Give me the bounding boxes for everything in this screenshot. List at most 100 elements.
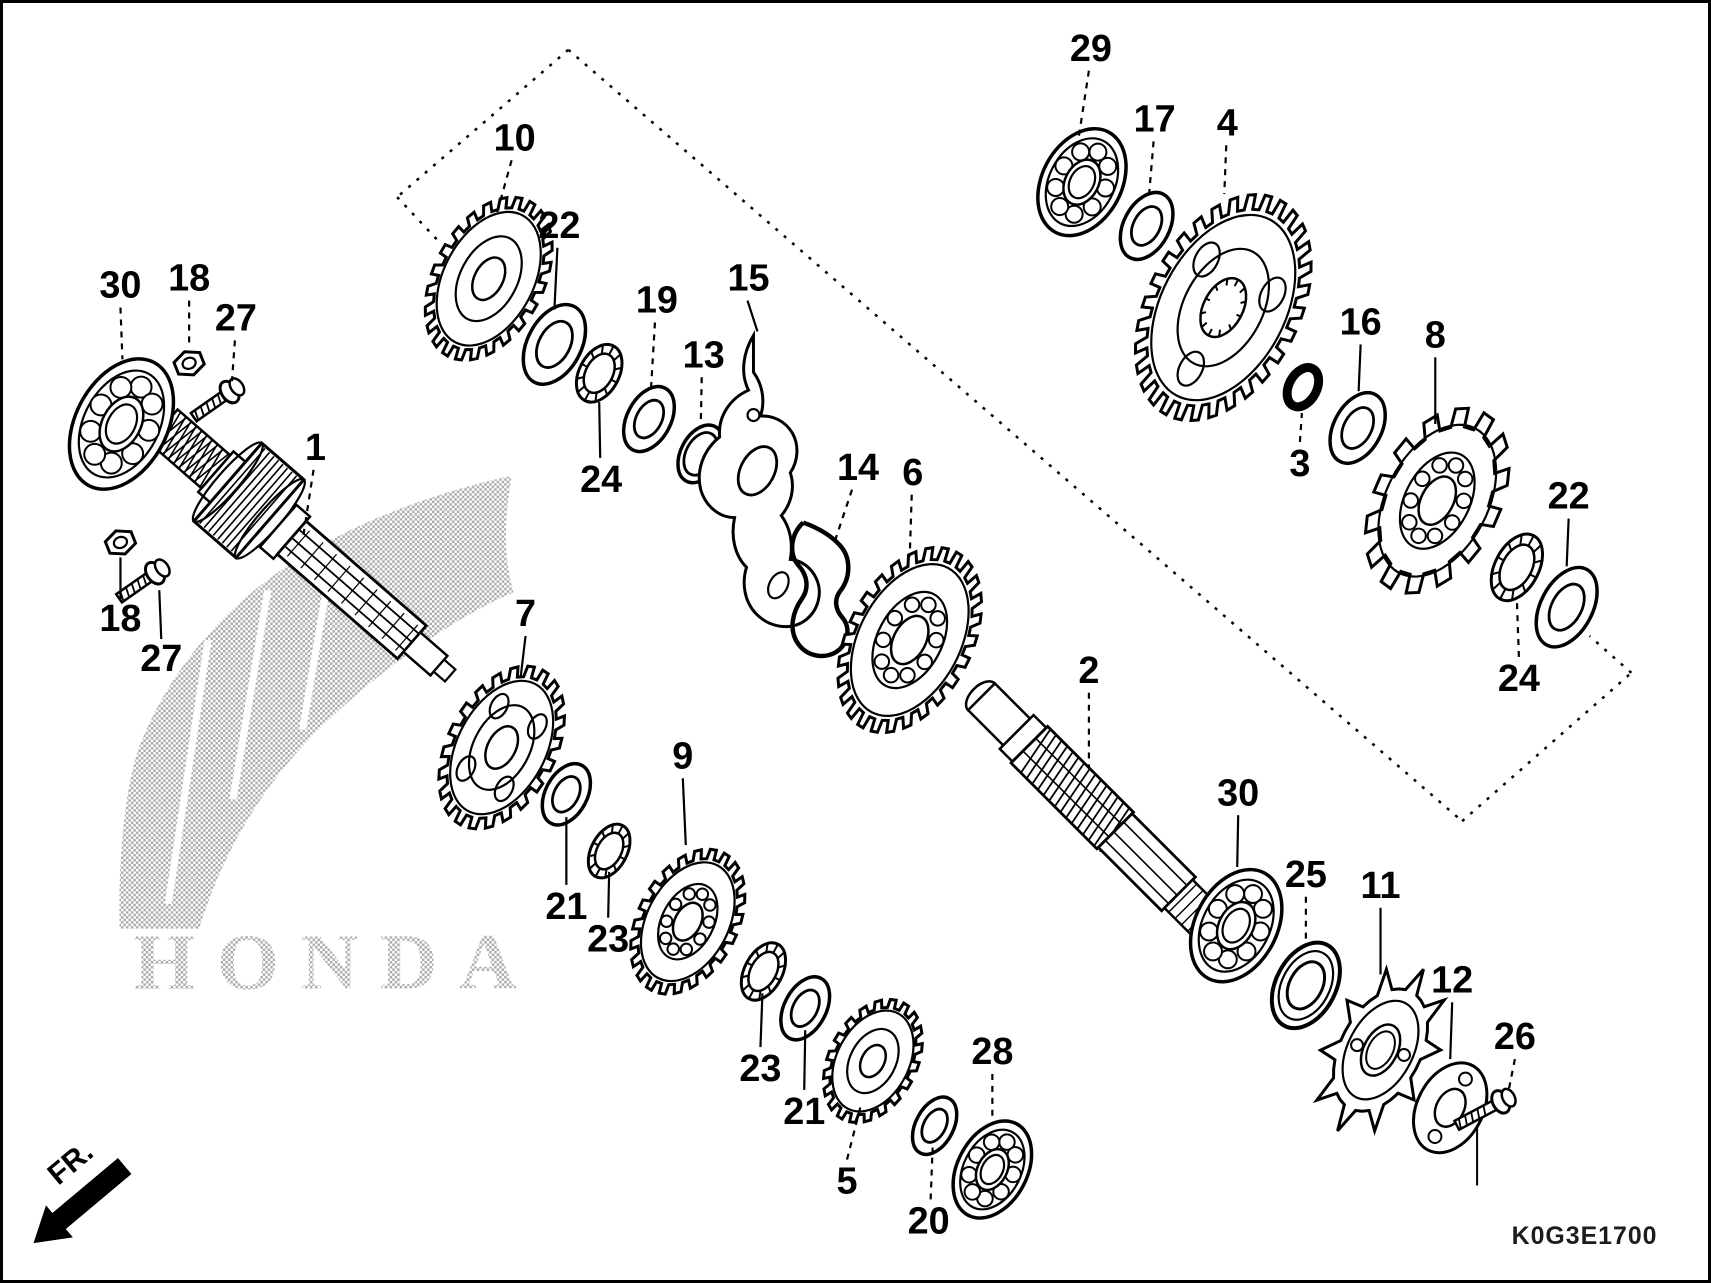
callout-leader-line <box>1357 344 1362 392</box>
callout-18: 18 <box>99 557 141 640</box>
callout-24: 24 <box>1498 600 1540 700</box>
callout-28: 28 <box>971 1031 1013 1116</box>
callout-leader-line <box>230 340 237 382</box>
callout-26: 26 <box>1494 1016 1536 1095</box>
callout-22: 22 <box>1548 476 1590 567</box>
honda-wing-logo <box>119 475 514 929</box>
callout-9: 9 <box>672 735 693 846</box>
callout-label: 20 <box>908 1200 950 1242</box>
callout-label: 21 <box>783 1091 825 1133</box>
callout-label: 18 <box>168 258 210 300</box>
part-1-mainshaft <box>142 406 457 684</box>
part-20-washer <box>910 1095 959 1157</box>
callout-label: 24 <box>580 459 622 501</box>
callout-label: 27 <box>215 298 257 340</box>
callout-8: 8 <box>1425 314 1446 425</box>
callout-label: 19 <box>636 280 678 322</box>
callout-leader-line <box>1515 600 1520 657</box>
construction-line <box>396 48 570 199</box>
callout-label: 16 <box>1340 301 1382 343</box>
callout-label: 2 <box>1078 650 1099 692</box>
part-6-gear <box>836 545 984 735</box>
watermark-text: HONDA <box>133 918 526 1006</box>
part-22-washer <box>521 302 588 386</box>
callout-label: 25 <box>1285 854 1327 896</box>
callout-5: 5 <box>837 1104 863 1202</box>
callout-leader-line <box>119 307 124 360</box>
callout-2: 2 <box>1078 650 1099 768</box>
parts-layer <box>67 126 1599 1220</box>
construction-line <box>1588 635 1633 674</box>
callout-14: 14 <box>833 447 879 544</box>
construction-line <box>1461 671 1633 823</box>
callout-label: 4 <box>1217 102 1238 144</box>
callout-label: 30 <box>1217 772 1259 814</box>
callout-leader-line <box>833 489 854 544</box>
callout-6: 6 <box>902 452 923 557</box>
part-10-gear <box>423 195 554 362</box>
callout-18: 18 <box>168 258 210 349</box>
callout-label: 1 <box>305 427 326 469</box>
callout-leader-line <box>1565 518 1570 567</box>
part-7-gear <box>437 664 567 831</box>
callout-16: 16 <box>1340 301 1382 392</box>
callout-29: 29 <box>1070 28 1112 143</box>
callout-label: 9 <box>672 735 693 777</box>
callout-leader-line <box>607 871 611 918</box>
callout-label: 22 <box>1548 476 1590 518</box>
callout-leader-line <box>803 1030 807 1090</box>
callout-leader-line <box>746 300 759 332</box>
part-24-circlip <box>574 342 624 404</box>
part-3-ring <box>1282 363 1324 412</box>
callout-23: 23 <box>739 993 781 1090</box>
part-28-bearing <box>951 1119 1034 1220</box>
callout-label: 10 <box>494 117 536 159</box>
direction-indicator: FR. <box>33 1135 132 1244</box>
part-26-bolt <box>1452 1087 1517 1132</box>
part-4-gear <box>1133 192 1313 423</box>
callout-22: 22 <box>538 205 580 310</box>
callout-label: 22 <box>538 205 580 247</box>
callout-25: 25 <box>1285 854 1327 942</box>
callout-leader-line <box>495 159 513 215</box>
callout-3: 3 <box>1289 412 1310 485</box>
callout-leader-line <box>1449 1002 1454 1060</box>
callout-leader-line <box>681 778 687 846</box>
callout-label: 23 <box>587 919 629 961</box>
callout-label: 29 <box>1070 28 1112 70</box>
part-5-gear <box>821 997 924 1125</box>
callout-leader-line <box>553 247 559 310</box>
callout-label: 17 <box>1134 98 1176 140</box>
callout-leader-line <box>1506 1058 1516 1095</box>
callout-label: 7 <box>515 593 536 635</box>
callout-17: 17 <box>1134 98 1176 201</box>
part-19-washer <box>621 384 677 454</box>
callout-leader-line <box>1236 815 1240 867</box>
callout-label: 12 <box>1431 959 1473 1001</box>
part-17-washer <box>1118 190 1175 262</box>
callout-label: 13 <box>683 334 725 376</box>
callout-leader-line <box>158 590 163 640</box>
callout-27: 27 <box>215 298 257 382</box>
part-27-bolt <box>114 558 171 605</box>
part-23-circlip <box>586 822 632 880</box>
part-30-bearing <box>67 357 176 491</box>
callout-27: 27 <box>140 590 182 680</box>
part-11-sprocket <box>1312 964 1449 1136</box>
part-30-bearing <box>1188 867 1284 984</box>
callout-4: 4 <box>1217 102 1238 195</box>
callout-label: 26 <box>1494 1016 1536 1058</box>
callout-label: 5 <box>837 1160 858 1202</box>
callout-label: 27 <box>140 638 182 680</box>
callout-leader-line <box>1076 70 1090 143</box>
callout-leader-line <box>519 635 527 678</box>
part-16-washer <box>1328 391 1387 465</box>
part-21-washer <box>779 975 832 1042</box>
callout-leader-line <box>1147 141 1155 201</box>
callout-21: 21 <box>783 1030 825 1133</box>
part-14-spring-clip <box>790 520 851 659</box>
callout-label: 11 <box>1361 865 1401 907</box>
